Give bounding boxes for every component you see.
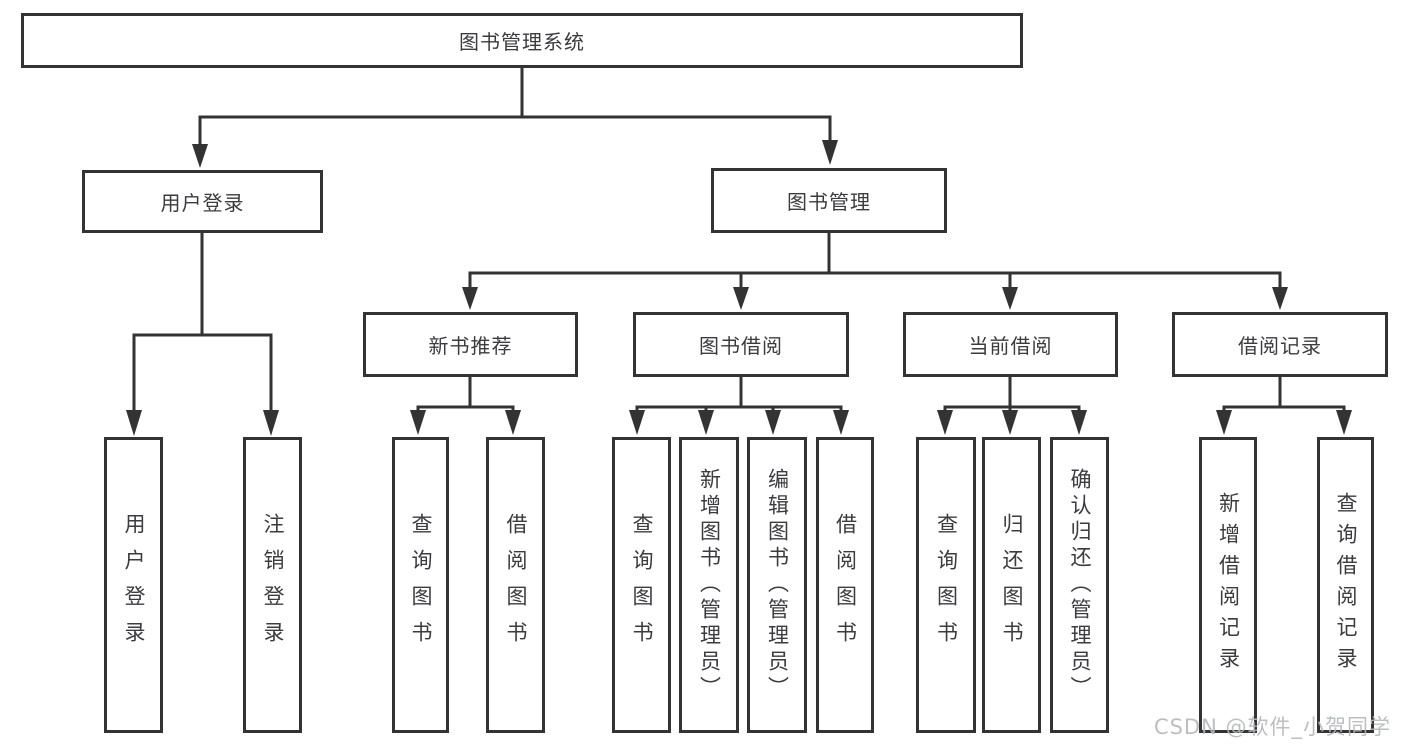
arrowhead bbox=[698, 410, 714, 435]
connector-root-to-level2 bbox=[192, 67, 838, 168]
arrowhead bbox=[765, 410, 781, 435]
leaf-add-borrow-record: 新增借阅记录 bbox=[1199, 437, 1257, 733]
leaf-confirm-return-admin: 确认归还（管理员） bbox=[1050, 437, 1109, 733]
arrowhead bbox=[1336, 410, 1352, 435]
leaf-return-book: 归还图书 bbox=[982, 437, 1041, 733]
leaf-label: 借阅图书 bbox=[833, 513, 858, 657]
node-user-login: 用户登录 bbox=[82, 170, 323, 233]
arrowhead bbox=[263, 410, 279, 436]
leaf-user-login: 用户登录 bbox=[104, 437, 163, 733]
connector-borrow-records-children bbox=[1216, 377, 1352, 435]
node-book-borrow: 图书借阅 bbox=[633, 312, 849, 377]
leaf-label: 新增借阅记录 bbox=[1216, 492, 1241, 678]
arrowhead bbox=[1002, 410, 1018, 435]
leaf-label: 查询图书 bbox=[409, 513, 433, 657]
arrowhead bbox=[410, 410, 426, 435]
arrowhead bbox=[1071, 410, 1087, 435]
leaf-label: 归还图书 bbox=[1000, 513, 1024, 657]
leaf-label: 借阅图书 bbox=[504, 513, 528, 657]
arrowhead bbox=[192, 144, 208, 168]
leaf-query-books-recommend: 查询图书 bbox=[392, 437, 449, 733]
leaf-add-book-admin: 新增图书（管理员） bbox=[679, 437, 739, 733]
arrowhead bbox=[822, 140, 838, 165]
arrowhead bbox=[126, 410, 142, 436]
connector-new-book-children bbox=[410, 377, 521, 435]
arrowhead bbox=[462, 287, 478, 310]
leaf-borrow-books-recommend: 借阅图书 bbox=[486, 437, 545, 733]
node-current-borrow: 当前借阅 bbox=[903, 312, 1118, 377]
arrowhead bbox=[1002, 287, 1018, 310]
leaf-edit-book-admin: 编辑图书（管理员） bbox=[747, 437, 807, 733]
leaf-query-books-current: 查询图书 bbox=[916, 437, 976, 733]
leaf-label: 确认归还（管理员） bbox=[1068, 468, 1092, 702]
leaf-query-borrow-record: 查询借阅记录 bbox=[1317, 437, 1374, 733]
leaf-logout: 注销登录 bbox=[243, 437, 302, 733]
node-book-management: 图书管理 bbox=[711, 168, 947, 233]
arrowhead bbox=[505, 410, 521, 435]
leaf-label: 注销登录 bbox=[261, 513, 285, 657]
leaf-label: 新增图书（管理员） bbox=[697, 468, 722, 702]
arrowhead bbox=[733, 287, 749, 310]
arrowhead bbox=[1272, 287, 1288, 310]
arrowhead bbox=[1216, 410, 1232, 435]
connector-book-management-children bbox=[462, 233, 1288, 310]
node-new-book-recommend: 新书推荐 bbox=[363, 312, 578, 377]
leaf-label: 查询图书 bbox=[934, 513, 959, 657]
leaf-borrow-books: 借阅图书 bbox=[816, 437, 874, 733]
leaf-label: 用户登录 bbox=[122, 513, 146, 657]
node-root-system: 图书管理系统 bbox=[21, 13, 1023, 68]
leaf-label: 查询借阅记录 bbox=[1334, 492, 1358, 678]
connector-current-borrow-children bbox=[937, 377, 1087, 435]
node-borrow-records: 借阅记录 bbox=[1172, 312, 1388, 377]
arrowhead bbox=[833, 410, 849, 435]
leaf-label: 编辑图书（管理员） bbox=[765, 468, 790, 702]
connector-user-login-children bbox=[126, 233, 279, 436]
connector-book-borrow-children bbox=[629, 377, 849, 435]
leaf-query-books-borrow: 查询图书 bbox=[612, 437, 671, 733]
arrowhead bbox=[937, 410, 953, 435]
leaf-label: 查询图书 bbox=[630, 513, 654, 657]
arrowhead bbox=[629, 410, 645, 435]
